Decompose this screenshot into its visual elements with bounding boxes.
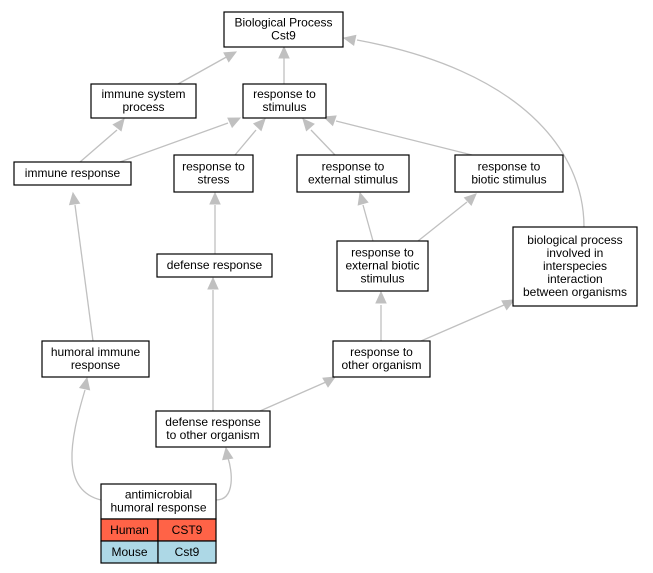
node-label: to other organism: [166, 428, 259, 442]
node-label: interspecies: [543, 259, 607, 273]
edge-arrowhead: [207, 276, 219, 290]
node-label: response to: [478, 160, 541, 174]
edge-arrowhead: [227, 117, 242, 129]
edge-arrowhead: [375, 290, 387, 304]
edge-line: [74, 204, 94, 342]
edge-arrowhead: [252, 118, 266, 132]
edge-line: [215, 457, 232, 501]
node-label: external stimulus: [308, 173, 398, 187]
edge-arrowhead: [463, 193, 477, 207]
gene-symbol: CST9: [172, 523, 203, 537]
edge-arrowhead: [357, 191, 369, 206]
edge-line: [119, 122, 229, 163]
node-box: [173, 154, 254, 193]
node-label: response to: [322, 160, 385, 174]
edge-arrowhead: [501, 299, 516, 311]
node-box: [100, 483, 217, 520]
edge-line: [362, 204, 374, 242]
node-label: biotic stimulus: [471, 173, 546, 187]
edge-arrowhead: [68, 191, 81, 206]
node-label: between organisms: [523, 285, 627, 299]
node-label: external biotic: [345, 259, 419, 273]
node-box: [336, 240, 429, 292]
species-label: Human: [110, 523, 149, 537]
node-label: response to: [253, 87, 316, 101]
node-label: stress: [197, 173, 229, 187]
node-label: humoral immune: [51, 345, 141, 359]
edge-arrowhead: [223, 51, 238, 63]
node-label: involved in: [547, 246, 604, 260]
node-label: Cst9: [271, 29, 296, 43]
node-label: immune system: [101, 87, 185, 101]
edge-arrowhead: [322, 376, 337, 388]
edge-line: [417, 201, 468, 242]
edge-line: [259, 381, 327, 412]
node-box: [223, 11, 344, 48]
edge-arrowhead: [302, 118, 315, 132]
node-label: response to: [182, 160, 245, 174]
edges-layer: [68, 34, 585, 501]
node-box: [296, 154, 410, 193]
edge-line: [420, 304, 505, 342]
edge-line: [177, 54, 231, 85]
edge-arrowhead: [78, 376, 91, 391]
gene-table-cell-bg: [157, 540, 217, 564]
node-label: defense response: [165, 415, 261, 429]
species-label: Mouse: [111, 545, 147, 559]
node-label: response to: [350, 345, 413, 359]
node-label: interaction: [547, 272, 602, 286]
node-box: [90, 83, 197, 119]
node-label: defense response: [167, 258, 263, 272]
edge-arrowhead: [342, 34, 357, 47]
node-label: Biological Process: [234, 16, 332, 30]
node-label: biological process: [527, 233, 622, 247]
node-box: [512, 226, 638, 307]
node-label: response to: [351, 246, 414, 260]
edge-line: [71, 389, 102, 501]
edge-line: [356, 39, 585, 228]
node-box: [156, 253, 273, 278]
node-label: response: [71, 358, 121, 372]
node-label: process: [122, 100, 164, 114]
node-label: antimicrobial: [125, 488, 192, 502]
edge-arrowhead: [322, 115, 337, 127]
edge-line: [335, 120, 473, 156]
gene-symbol: Cst9: [175, 545, 200, 559]
edge-line: [234, 129, 257, 156]
node-box: [242, 83, 327, 119]
node-immune-response[interactable]: immune response: [13, 161, 132, 186]
node-box: [13, 161, 132, 186]
node-box: [41, 340, 150, 378]
node-box: [454, 154, 564, 193]
edge-arrowhead: [222, 446, 234, 461]
node-defense-response[interactable]: defense response: [156, 253, 273, 278]
node-label: humoral response: [110, 501, 206, 515]
node-label: other organism: [341, 358, 421, 372]
node-box: [155, 410, 271, 448]
edge-arrowhead: [278, 45, 290, 59]
edge-line: [79, 129, 118, 163]
edge-arrowhead: [209, 191, 221, 205]
node-label: stimulus: [360, 272, 404, 286]
node-label: stimulus: [262, 100, 306, 114]
edge-line: [310, 129, 336, 156]
node-label: immune response: [25, 166, 121, 180]
node-box: [332, 340, 431, 378]
edge-arrowhead: [112, 118, 125, 132]
